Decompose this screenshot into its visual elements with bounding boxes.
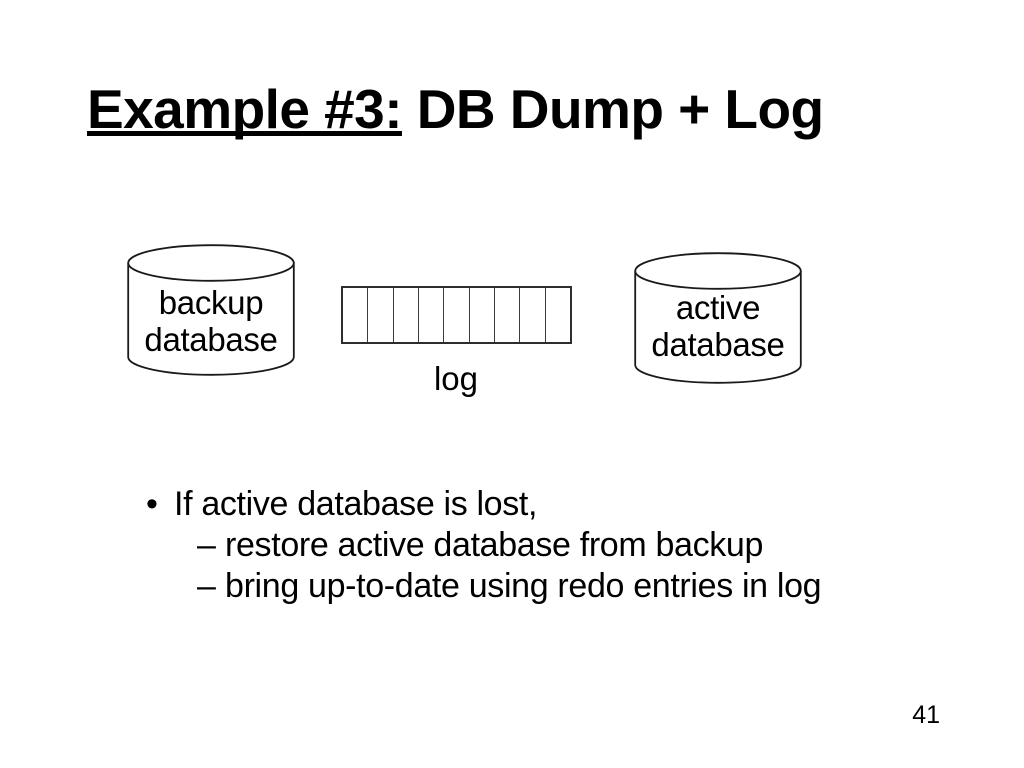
log-cell [470, 288, 495, 342]
slide-title: Example #3: DB Dump + Log [87, 78, 824, 141]
backup-database-label: backup database [127, 284, 295, 358]
page-number: 41 [912, 701, 940, 729]
backup-database-label-line2: database [144, 321, 278, 358]
dash-marker: – [197, 526, 216, 564]
active-database-label-line2: database [651, 326, 785, 363]
log-cell [520, 288, 546, 342]
bullet-item: • If active database is lost, [0, 484, 1024, 525]
active-database-label-line1: active [675, 289, 761, 326]
cylinder-shape [127, 244, 295, 376]
backup-database-label-line1: backup [158, 284, 264, 321]
log-cell [546, 288, 570, 342]
active-database-cylinder-icon [634, 252, 802, 385]
title-rest-segment: DB Dump + Log [401, 78, 824, 140]
log-cell [368, 288, 394, 342]
log-cell [419, 288, 445, 342]
bullet-text: If active database is lost, [174, 485, 538, 523]
bullet-text: restore active database from backup [225, 526, 764, 564]
cylinder-shape [634, 252, 802, 384]
bullet-item: –bring up-to-date using redo entries in … [0, 566, 1024, 607]
log-cell [495, 288, 521, 342]
log-cell [444, 288, 470, 342]
bullet-list: • If active database is lost, –restore ac… [0, 484, 1024, 607]
dash-marker: – [197, 567, 216, 605]
log-label: log [433, 360, 479, 397]
bullet-marker: • [146, 485, 158, 523]
log-strip [341, 286, 572, 344]
backup-database-cylinder-icon [127, 244, 295, 377]
title-underlined-segment: Example #3: [87, 78, 403, 140]
log-cell [394, 288, 419, 342]
bullet-item: –restore active database from backup [0, 525, 1024, 566]
active-database-label: active database [634, 289, 802, 363]
bullet-text: bring up-to-date using redo entries in l… [225, 567, 822, 605]
log-cell [343, 288, 369, 342]
